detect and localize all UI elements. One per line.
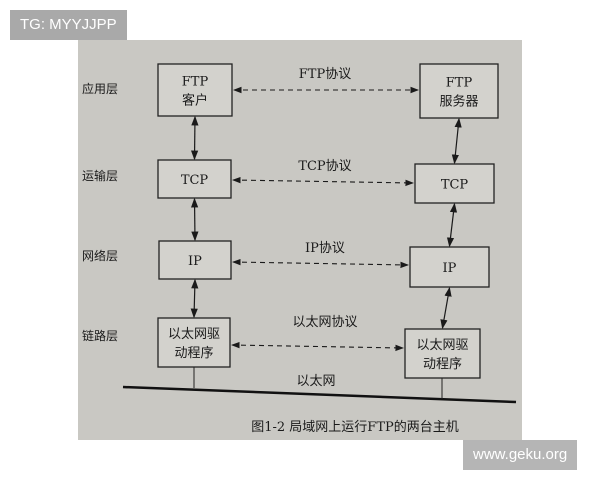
right-vertical-arrow <box>451 117 462 165</box>
layer-label: 网络层 <box>82 248 118 263</box>
left-box-label: 动程序 <box>174 346 213 361</box>
watermark-top: TG: MYYJJPP <box>10 10 127 40</box>
layer-label: 链路层 <box>82 328 118 343</box>
left-box <box>158 240 232 280</box>
right-box <box>419 63 499 119</box>
right-box-label: IP <box>443 261 457 276</box>
protocol-label: FTP协议 <box>299 67 351 82</box>
protocol-arrow <box>231 258 410 269</box>
left-box-label: 以太网驱 <box>168 327 220 342</box>
right-box-label: TCP <box>441 178 469 193</box>
watermark-bottom: www.geku.org <box>463 440 578 470</box>
protocol-label: TCP协议 <box>298 159 351 174</box>
right-box-label: 服务器 <box>439 94 478 110</box>
protocol-label: IP协议 <box>305 241 345 256</box>
layer-label: 应用层 <box>82 81 118 96</box>
right-vertical-arrow <box>440 286 452 330</box>
ethernet-bus <box>122 385 517 404</box>
left-box-label: 客户 <box>182 93 208 109</box>
right-box-label: 动程序 <box>423 357 462 372</box>
left-box-label: IP <box>188 254 202 269</box>
right-vertical-arrow <box>446 202 458 248</box>
layer-label: 运输层 <box>82 168 118 183</box>
left-box-label: TCP <box>181 173 209 188</box>
left-box <box>157 63 233 117</box>
protocol-arrow <box>231 176 415 187</box>
left-vertical-arrow <box>191 197 199 242</box>
right-box-label: FTP <box>446 76 473 91</box>
left-vertical-arrow <box>191 115 199 161</box>
left-box-label: FTP <box>182 75 209 90</box>
protocol-label: 以太网协议 <box>292 315 357 330</box>
left-vertical-arrow <box>190 278 199 319</box>
right-box-label: 以太网驱 <box>416 338 468 353</box>
right-box <box>404 328 481 379</box>
left-box <box>157 159 232 199</box>
protocol-arrow <box>230 341 405 352</box>
network-label: 以太网 <box>296 374 335 389</box>
figure-caption: 图1-2 局域网上运行FTP的两台主机 <box>251 419 459 435</box>
